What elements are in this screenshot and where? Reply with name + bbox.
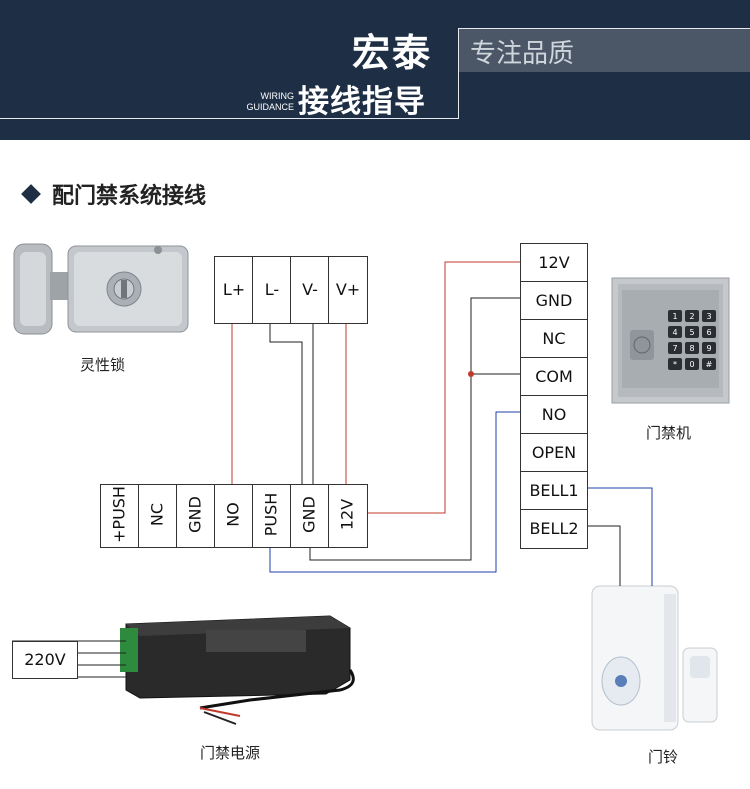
- lock-terminal-label: V+: [335, 280, 361, 299]
- lock-terminal-label: L+: [222, 280, 246, 299]
- keypad-key: [702, 310, 716, 322]
- lock-device: [13, 243, 189, 335]
- keypad-key: [668, 310, 682, 322]
- slogan-box: [458, 28, 750, 72]
- power-terminal-label: GND: [185, 496, 205, 533]
- lock-terminal: [290, 256, 330, 324]
- access-terminal-label: 12V: [538, 253, 570, 272]
- mains-box: [12, 641, 78, 679]
- power-caption: 门禁电源: [200, 744, 261, 762]
- keypad-key: [668, 342, 682, 354]
- power-terminal-label: GND: [299, 496, 319, 533]
- wiring-label-line1: WIRING: [260, 91, 295, 101]
- wiring-guidance-label: WIRING GUIDANCE: [232, 91, 294, 113]
- power-terminal-label: NO: [223, 502, 243, 527]
- keypad-key: [685, 358, 699, 370]
- access-terminal: [520, 509, 588, 549]
- power-terminal-label: NC: [147, 502, 167, 527]
- access-caption: 门禁机: [646, 424, 692, 442]
- divider: [0, 118, 459, 119]
- keypad-key: [668, 358, 682, 370]
- access-terminal: [520, 319, 588, 359]
- keypad-device: [611, 277, 730, 404]
- bell-caption: 门铃: [648, 748, 679, 766]
- keypad-key-label: 5: [689, 328, 694, 337]
- keypad-key-label: 6: [706, 328, 711, 337]
- access-terminal-label: NC: [542, 329, 566, 348]
- keypad-key: [685, 310, 699, 322]
- access-terminal: [520, 281, 588, 321]
- keypad-key-label: 9: [706, 344, 711, 353]
- power-terminal: [100, 484, 140, 548]
- keypad-keys: 1 2 3 4 5 6 7 8 9 * 0 #: [668, 310, 716, 370]
- keypad-key: [702, 358, 716, 370]
- junction-dot: [468, 371, 474, 377]
- keypad-key-label: 1: [672, 312, 677, 321]
- doorbell-device: [591, 585, 718, 731]
- access-terminal-label: GND: [535, 291, 573, 310]
- blue-wires: [269, 411, 653, 586]
- keypad-key: [702, 342, 716, 354]
- keypad-key-label: 8: [689, 344, 694, 353]
- power-terminal: [252, 484, 292, 548]
- keypad-key-label: #: [706, 360, 713, 369]
- access-terminal: [520, 243, 588, 283]
- access-terminal-label: BELL2: [529, 519, 579, 538]
- lock-terminal: [214, 256, 254, 324]
- section-title: 配门禁系统接线: [20, 178, 206, 210]
- keypad-key-label: *: [673, 360, 677, 369]
- keypad-key: [702, 326, 716, 338]
- lock-terminal-label: L-: [264, 280, 280, 299]
- keypad-key: [685, 326, 699, 338]
- mains-label: 220V: [24, 650, 66, 669]
- keypad-key: [685, 342, 699, 354]
- lock-terminal-label: V-: [302, 280, 318, 299]
- power-terminal: [138, 484, 178, 548]
- power-terminal-label: PUSH: [261, 492, 281, 537]
- divider: [458, 28, 459, 118]
- access-terminal-label: BELL1: [529, 481, 579, 500]
- power-terminal: [176, 484, 216, 548]
- access-terminal-label: OPEN: [531, 443, 577, 462]
- keypad-key-label: 0: [689, 360, 694, 369]
- power-supply-device: [120, 615, 355, 725]
- keypad-key-label: 7: [672, 344, 677, 353]
- red-wires: [231, 261, 520, 514]
- slogan: 专注品质: [470, 39, 575, 69]
- keypad-key: [668, 326, 682, 338]
- power-terminal-label: 12V: [337, 498, 357, 531]
- wiring-label-line2: GUIDANCE: [246, 102, 294, 112]
- access-terminal-label: NO: [541, 405, 567, 424]
- lock-terminal: [328, 256, 368, 324]
- power-terminal-label: +PUSH: [109, 486, 129, 543]
- keypad-key-label: 4: [672, 328, 677, 337]
- divider: [458, 28, 750, 29]
- keypad-key-label: 3: [706, 312, 711, 321]
- brand-name: 宏泰: [352, 31, 433, 75]
- keypad-key-label: 2: [689, 312, 694, 321]
- access-terminal: [520, 395, 588, 435]
- access-terminal-label: COM: [535, 367, 573, 386]
- guide-title: 接线指导: [298, 84, 426, 120]
- section-title-text: 配门禁系统接线: [52, 184, 207, 209]
- lock-caption: 灵性锁: [80, 356, 126, 374]
- power-terminal: [328, 484, 368, 548]
